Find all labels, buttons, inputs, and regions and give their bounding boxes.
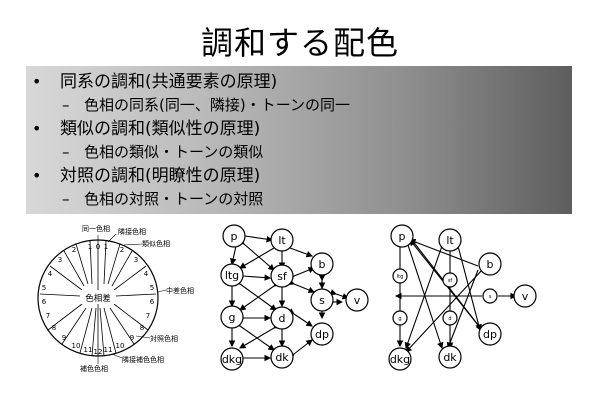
network1-nodes xyxy=(220,224,369,371)
svg-text:4: 4 xyxy=(144,270,149,278)
svg-text:6: 6 xyxy=(42,298,47,306)
network1-node-labels: p lt ltg sf b s v g d dp dkg dk xyxy=(222,230,361,366)
bullet-marker: • xyxy=(32,72,42,91)
network2-nodes xyxy=(388,224,537,371)
node-ltg: ltg xyxy=(225,269,239,282)
sub-bullet-marker: – xyxy=(62,143,70,161)
node-s: s xyxy=(489,294,492,300)
svg-text:12: 12 xyxy=(94,348,103,356)
node-sf: sf xyxy=(277,270,288,283)
node-g: g xyxy=(229,311,236,324)
node-dkg: dkg xyxy=(222,353,242,366)
svg-text:1: 1 xyxy=(104,243,108,251)
svg-text:3: 3 xyxy=(134,256,138,264)
bullet-item: • 類似の調和(類似性の原理) xyxy=(32,117,572,141)
sub-bullet-item: – 色相の同系(同一、隣接)・トーンの同一 xyxy=(32,94,572,117)
bullet-panel xyxy=(26,66,572,214)
svg-text:2: 2 xyxy=(120,246,124,254)
node-g: g xyxy=(398,316,401,322)
hue-numbers-bottom: 11 12 11 xyxy=(84,346,113,356)
node-b: b xyxy=(487,258,494,271)
svg-text:9: 9 xyxy=(62,334,66,342)
svg-text:8: 8 xyxy=(52,324,56,332)
label-contrast-hue: 対照色相 xyxy=(150,334,178,343)
bullet-text: 同系の調和(共通要素の原理) xyxy=(60,72,278,92)
node-ltg: ltg xyxy=(397,274,404,280)
svg-text:6: 6 xyxy=(150,298,155,306)
bullet-list: • 同系の調和(共通要素の原理) – 色相の同系(同一、隣接)・トーンの同一 •… xyxy=(32,70,572,211)
label-same-hue: 同一色相 xyxy=(82,224,110,233)
label-medium-diff-hue: 中差色相 xyxy=(166,286,194,295)
label-adjacent-hue: 隣接色相 xyxy=(118,227,146,236)
bullet-text: 対照の調和(明瞭性の原理) xyxy=(60,166,261,186)
node-d: d xyxy=(448,316,451,322)
svg-text:4: 4 xyxy=(48,270,53,278)
svg-text:7: 7 xyxy=(146,312,150,320)
bullet-marker: • xyxy=(32,119,42,138)
sub-bullet-text: 色相の同系(同一、隣接)・トーンの同一 xyxy=(84,96,350,114)
sub-bullet-marker: – xyxy=(62,96,70,114)
bullet-item: • 対照の調和(明瞭性の原理) xyxy=(32,164,572,188)
node-p: p xyxy=(399,230,406,243)
hue-numbers-left: 2 3 4 5 6 7 8 9 10 xyxy=(42,246,81,350)
node-b: b xyxy=(319,258,326,271)
svg-text:5: 5 xyxy=(42,284,46,292)
tone-network-contrast: p lt ltg sf b s v g d dp dkg dk xyxy=(388,224,537,371)
sub-bullet-text: 色相の対照・トーンの対照 xyxy=(84,190,264,208)
svg-text:10: 10 xyxy=(72,342,81,350)
hue-labels: 同一色相 隣接色相 類似色相 中差色相 対照色相 隣接補色色相 補色色相 xyxy=(80,224,194,373)
node-lt: lt xyxy=(278,234,286,247)
hue-numbers-right: 2 3 4 5 6 7 8 9 10 xyxy=(116,246,155,350)
svg-text:5: 5 xyxy=(150,284,154,292)
bullet-text: 類似の調和(類似性の原理) xyxy=(60,119,261,139)
bullet-marker: • xyxy=(32,166,42,185)
node-d: d xyxy=(279,312,286,325)
svg-text:3: 3 xyxy=(58,256,62,264)
node-dk: dk xyxy=(275,351,289,364)
network2-node-labels: p lt ltg sf b s v g d dp dkg dk xyxy=(390,230,529,366)
label-adjacent-complementary-hue: 隣接補色色相 xyxy=(122,355,164,364)
svg-text:9: 9 xyxy=(130,334,134,342)
center-label: 色相差 xyxy=(85,293,111,304)
svg-text:0: 0 xyxy=(96,243,100,251)
sub-bullet-item: – 色相の類似・トーンの類似 xyxy=(32,141,572,164)
sub-bullet-marker: – xyxy=(62,190,70,208)
slide-title: 調和する配色 xyxy=(200,24,399,62)
node-sf: sf xyxy=(448,278,453,284)
svg-text:11: 11 xyxy=(84,346,93,354)
hue-circle-diagram: 色相差 1 0 1 2 3 4 5 6 7 8 9 10 2 3 4 5 6 7… xyxy=(37,224,194,373)
sub-bullet-text: 色相の類似・トーンの類似 xyxy=(84,143,264,161)
node-dk: dk xyxy=(443,351,457,364)
label-similar-hue: 類似色相 xyxy=(142,239,170,248)
node-lt: lt xyxy=(446,234,454,247)
center-label-bg xyxy=(80,290,116,304)
node-v: v xyxy=(522,290,529,303)
network1-edges xyxy=(228,231,350,362)
label-complementary-hue: 補色色相 xyxy=(80,364,108,373)
svg-text:8: 8 xyxy=(140,324,144,332)
svg-text:7: 7 xyxy=(46,312,50,320)
node-s: s xyxy=(319,294,325,307)
tone-network-similar: p lt ltg sf b s v g d dp dkg dk xyxy=(220,224,369,371)
svg-text:1: 1 xyxy=(88,243,92,251)
node-dp: dp xyxy=(315,328,329,341)
node-p: p xyxy=(231,230,238,243)
bullet-item: • 同系の調和(共通要素の原理) xyxy=(32,70,572,94)
svg-text:10: 10 xyxy=(116,342,125,350)
hue-label-leaders xyxy=(97,233,167,364)
node-v: v xyxy=(354,294,361,307)
sub-bullet-item: – 色相の対照・トーンの対照 xyxy=(32,188,572,211)
svg-text:11: 11 xyxy=(104,346,113,354)
hue-spokes xyxy=(39,240,157,357)
hue-numbers-top: 1 0 1 xyxy=(88,243,108,251)
svg-text:2: 2 xyxy=(72,246,76,254)
node-dp: dp xyxy=(483,328,497,341)
node-dkg: dkg xyxy=(390,353,410,366)
